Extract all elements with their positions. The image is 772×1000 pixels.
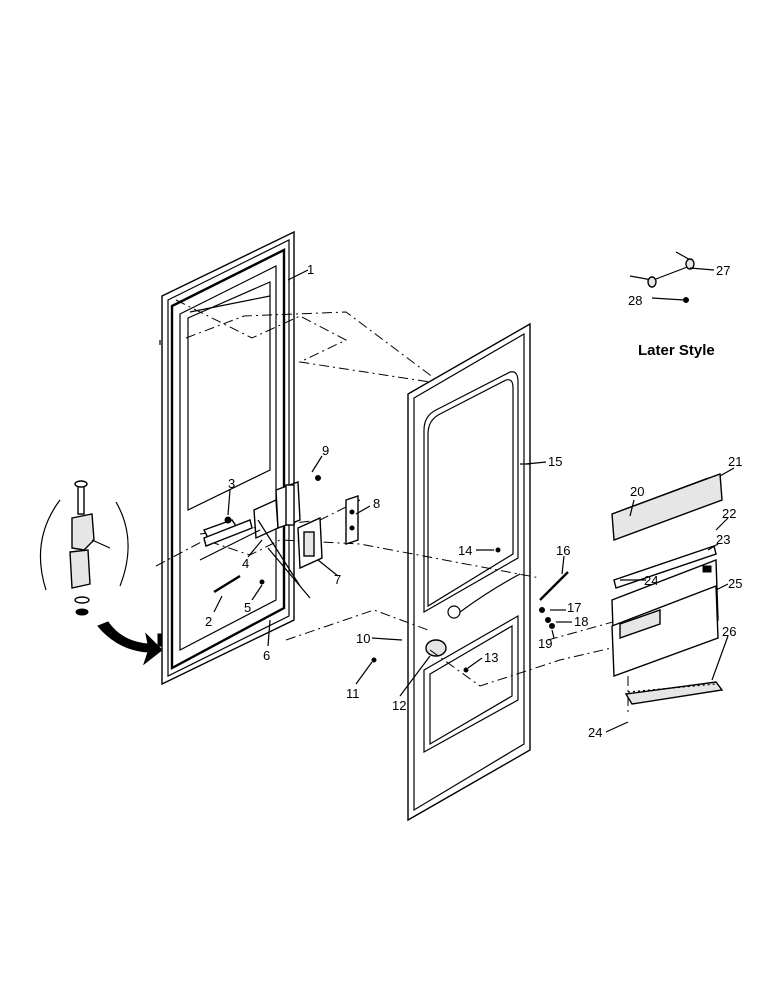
callout-23: 23 <box>716 532 730 547</box>
callout-25: 25 <box>728 576 742 591</box>
callout-12: 12 <box>392 698 406 713</box>
callout-10: 10 <box>356 631 370 646</box>
curved-arrow-icon <box>97 621 163 666</box>
callout-11: 11 <box>346 686 360 701</box>
door-frame-left <box>157 230 295 686</box>
glass-reflection-line <box>189 295 271 313</box>
callout-24-upper: 24 <box>644 573 658 588</box>
callout-7: 7 <box>334 572 341 587</box>
callout-28: 28 <box>628 293 642 308</box>
callout-24-lower: 24 <box>588 725 602 740</box>
callout-16: 16 <box>556 543 570 558</box>
callout-labels: 1 2 3 4 5 6 7 8 9 10 11 12 13 14 15 16 1… <box>205 262 742 740</box>
leader-lines <box>213 267 735 733</box>
callout-18: 18 <box>574 614 588 629</box>
latch-mechanism <box>199 475 359 599</box>
callout-5: 5 <box>244 600 251 615</box>
panel-assembly-20-26 <box>611 473 724 705</box>
callout-15: 15 <box>548 454 562 469</box>
callout-1: 1 <box>307 262 314 277</box>
callout-6: 6 <box>263 648 270 663</box>
callout-20: 20 <box>630 484 644 499</box>
callout-26: 26 <box>722 624 736 639</box>
callout-3: 3 <box>228 476 235 491</box>
callout-27: 27 <box>716 263 730 278</box>
callout-14: 14 <box>458 543 472 558</box>
callout-22: 22 <box>722 506 736 521</box>
callout-17: 17 <box>567 600 581 615</box>
parts-16-19 <box>371 463 569 673</box>
callout-21: 21 <box>728 454 742 469</box>
callout-19: 19 <box>538 636 552 651</box>
callout-8: 8 <box>373 496 380 511</box>
callout-2: 2 <box>205 614 212 629</box>
later-style-parts <box>629 251 695 303</box>
hinge-detail-inset <box>39 480 129 616</box>
later-style-label: Later Style <box>638 342 715 359</box>
callout-13: 13 <box>484 650 498 665</box>
callout-4: 4 <box>242 556 249 571</box>
callout-9: 9 <box>322 443 329 458</box>
door-frame-right <box>407 322 531 822</box>
